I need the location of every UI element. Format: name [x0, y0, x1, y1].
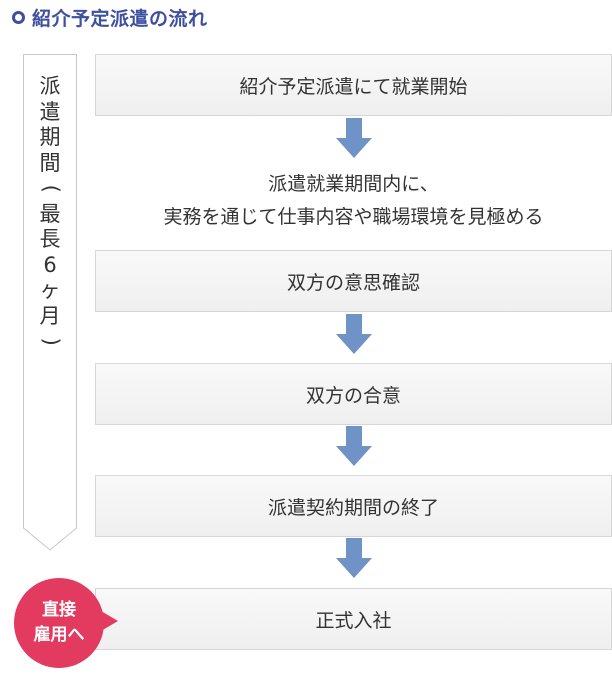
period-char: 間: [39, 150, 61, 175]
trial-period-description: 派遣就業期間内に、 実務を通じて仕事内容や職場環境を見極める: [95, 168, 612, 234]
step-join-box: 正式入社: [95, 588, 612, 650]
step-agree-box: 双方の合意: [95, 363, 612, 425]
circle-icon: [12, 10, 25, 24]
period-char: 6: [43, 252, 57, 277]
page-title: 紹介予定派遣の流れ: [12, 4, 208, 30]
step-end-label: 派遣契約期間の終了: [267, 496, 439, 519]
down-arrow-icon: [336, 314, 372, 354]
dispatch-period-bar: 派 遣 期 間 ( 最 長 6 ヶ 月 ): [23, 54, 77, 551]
period-char: ヶ: [39, 278, 61, 302]
period-char: 長: [39, 227, 61, 251]
step-start-label: 紹介予定派遣にて就業開始: [239, 75, 468, 98]
step-confirm-label: 双方の意思確認: [286, 271, 420, 294]
direct-hire-badge: 直接 雇用へ: [14, 578, 104, 668]
period-char: 遣: [39, 99, 61, 124]
step-join-label: 正式入社: [315, 609, 392, 632]
period-char: 期: [39, 125, 61, 149]
period-char: (: [38, 184, 63, 193]
description-line: 実務を通じて仕事内容や職場環境を見極める: [163, 206, 544, 228]
period-bar-shape: [23, 54, 77, 551]
down-arrow-icon: [336, 426, 372, 466]
badge-pointer-icon: [101, 611, 118, 631]
period-label: 派 遣 期 間 ( 最 長 6 ヶ 月 ): [23, 74, 77, 355]
step-end-box: 派遣契約期間の終了: [95, 475, 612, 537]
period-char: ): [38, 337, 63, 346]
period-char: 派: [39, 74, 61, 98]
step-confirm-box: 双方の意思確認: [95, 250, 612, 312]
period-char: 月: [39, 303, 61, 328]
period-char: 最: [39, 201, 61, 226]
step-agree-label: 双方の合意: [305, 384, 401, 407]
direct-hire-line: 直接: [42, 600, 76, 620]
description-line: 派遣就業期間内に、: [268, 173, 439, 195]
down-arrow-icon: [336, 538, 372, 578]
step-start-box: 紹介予定派遣にて就業開始: [95, 54, 612, 116]
page-title-text: 紹介予定派遣の流れ: [32, 7, 208, 30]
down-arrow-icon: [336, 118, 372, 158]
direct-hire-line: 雇用へ: [33, 625, 85, 645]
